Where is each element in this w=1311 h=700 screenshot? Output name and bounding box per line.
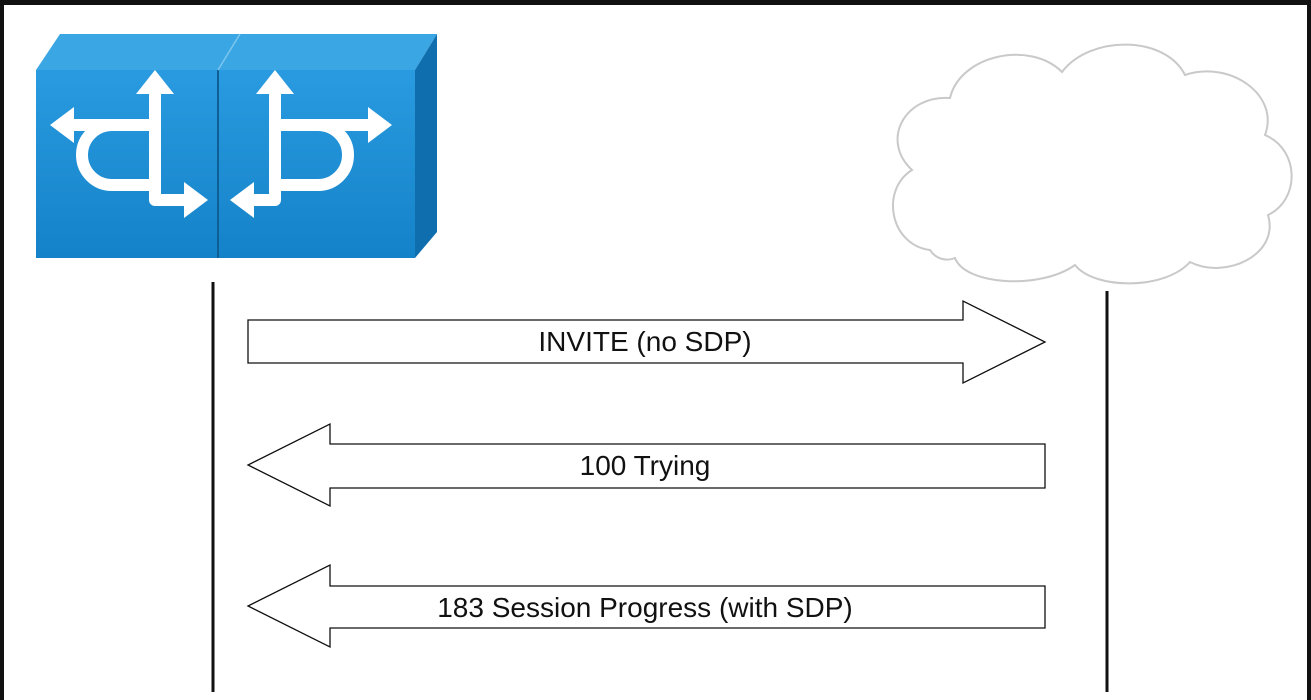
cloud-icon — [892, 43, 1293, 285]
trying-arrow — [246, 422, 1046, 508]
trying-message-label: 100 Trying — [579, 450, 711, 481]
invite-message-label: INVITE (no SDP) — [538, 326, 752, 357]
invite-arrow — [247, 299, 1047, 385]
session-progress-message-label: 183 Session Progress (with SDP) — [437, 592, 853, 623]
session-progress-arrow — [246, 563, 1046, 649]
gateway-router-icon — [36, 33, 437, 258]
